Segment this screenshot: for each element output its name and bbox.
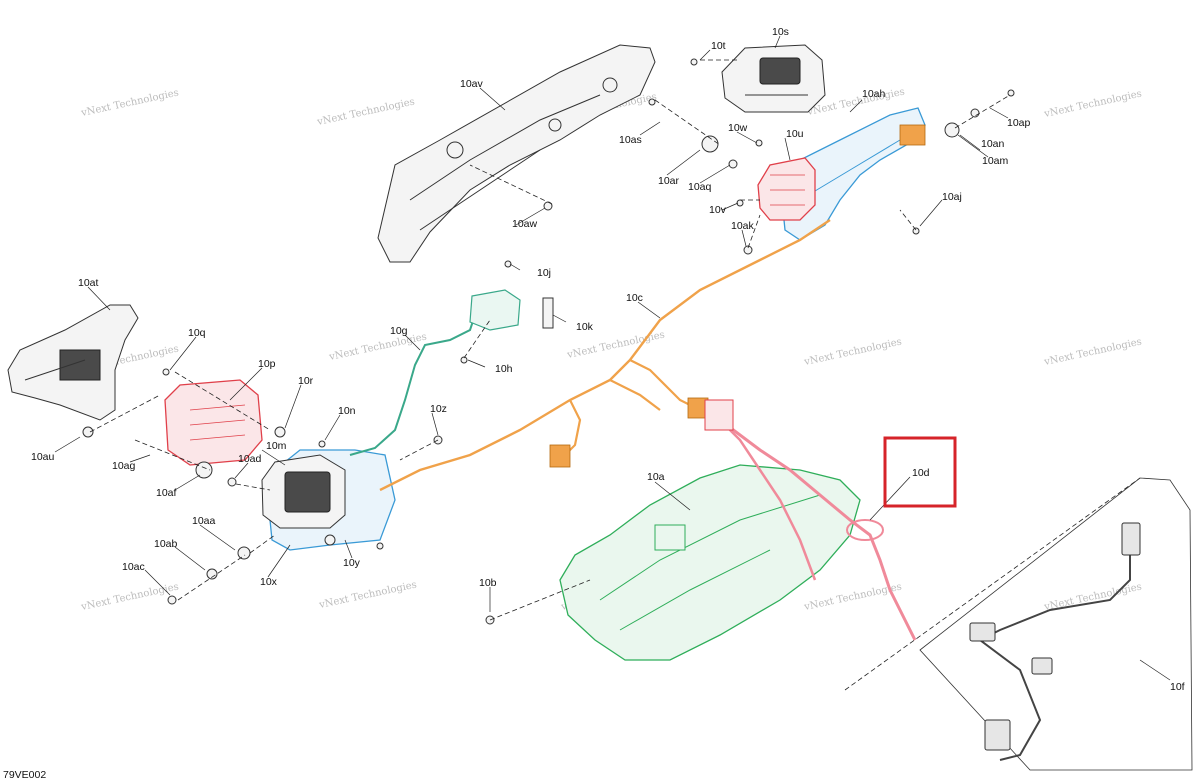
callout-10v: 10v (709, 204, 727, 216)
callout-10g: 10g (390, 325, 408, 337)
callout-10ab: 10ab (154, 538, 178, 550)
callout-10ar: 10ar (658, 175, 680, 187)
part-10at-bracket (7, 304, 139, 421)
callout-10m: 10m (266, 440, 287, 452)
callout-10z: 10z (430, 403, 447, 415)
part-10a-housing (559, 464, 861, 661)
callout-10aw: 10aw (512, 218, 538, 230)
diagram-code: 79VE002 (3, 769, 46, 781)
callout-10h: 10h (495, 363, 513, 375)
watermark: vNext Technologies (79, 88, 179, 120)
watermark: vNext Technologies (315, 97, 415, 129)
part-10av-housing (377, 44, 656, 263)
part-10g-ribbon (349, 289, 521, 456)
callout-10j: 10j (537, 267, 551, 279)
callout-10ak: 10ak (731, 220, 755, 232)
watermark: vNext Technologies (1042, 89, 1142, 121)
callout-10aq: 10aq (688, 181, 712, 193)
callout-10at: 10at (78, 277, 99, 289)
callout-10an: 10an (981, 138, 1005, 150)
callout-10d: 10d (912, 467, 930, 479)
callout-10r: 10r (298, 375, 314, 387)
callout-10q: 10q (188, 327, 206, 339)
callout-10s: 10s (772, 26, 789, 38)
part-10d-harness (704, 399, 917, 641)
callout-10af: 10af (156, 487, 177, 499)
callout-10f: 10f (1170, 681, 1185, 693)
callout-10ad: 10ad (238, 453, 262, 465)
callout-10av: 10av (460, 78, 484, 90)
callout-10n: 10n (338, 405, 356, 417)
callout-labels: 10av 10s 10t 10ah 10ap 10an 10am 10u 10w… (31, 26, 1185, 693)
part-10s-module (721, 44, 826, 113)
callout-10w: 10w (728, 122, 748, 134)
callout-10x: 10x (260, 576, 278, 588)
callout-10ah: 10ah (862, 88, 886, 100)
callout-10ac: 10ac (122, 561, 145, 573)
callout-10aa: 10aa (192, 515, 216, 527)
callout-10as: 10as (619, 134, 642, 146)
watermark: vNext Technologies (327, 332, 427, 364)
highlighted-callout-10d[interactable]: 10d (883, 436, 957, 508)
part-10f-inset (844, 477, 1193, 771)
callout-10c: 10c (626, 292, 643, 304)
part-10c-harness (379, 219, 831, 492)
callout-10p: 10p (258, 358, 276, 370)
callout-10y: 10y (343, 557, 361, 569)
part-10m-module (261, 449, 396, 551)
callout-10ap: 10ap (1007, 117, 1031, 129)
watermark: vNext Technologies (317, 580, 417, 612)
callout-10aj: 10aj (942, 191, 962, 203)
watermark: vNext Technologies (79, 582, 179, 614)
highlight-box[interactable] (883, 436, 957, 508)
callout-10u: 10u (786, 128, 804, 140)
watermark: vNext Technologies (802, 337, 902, 369)
callout-10t: 10t (711, 40, 726, 52)
callout-10am: 10am (982, 155, 1009, 167)
hardware-fasteners (82, 58, 1015, 625)
part-10u-connector (757, 157, 816, 221)
callout-10a: 10a (647, 471, 665, 483)
part-10p-connector (164, 379, 263, 466)
callout-10b: 10b (479, 577, 497, 589)
callout-10k: 10k (576, 321, 594, 333)
callout-10ag: 10ag (112, 460, 136, 472)
leader-lines (54, 35, 1171, 681)
assembly-axis-lines (89, 59, 1011, 621)
watermark: vNext Technologies (1042, 337, 1142, 369)
callout-10au: 10au (31, 451, 55, 463)
